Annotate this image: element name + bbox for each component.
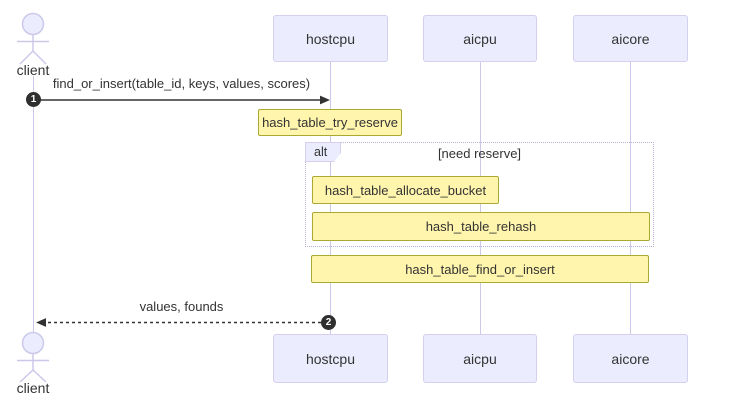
actor-client-label-top: client xyxy=(16,62,50,78)
participant-label: aicore xyxy=(611,30,650,47)
actor-figure-icon xyxy=(17,331,49,383)
message-2-arrow xyxy=(36,318,321,327)
message-2-seq-badge: 2 xyxy=(321,315,336,330)
note-label: hash_table_try_reserve xyxy=(262,115,398,130)
actor-client-label-bottom: client xyxy=(16,380,50,396)
message-1-label: find_or_insert(table_id, keys, values, s… xyxy=(52,76,311,91)
message-2-label: values, founds xyxy=(139,299,224,314)
message-1-seq-badge: 1 xyxy=(26,92,41,107)
participant-label: aicpu xyxy=(463,30,497,47)
participant-aicpu-top: aicpu xyxy=(423,15,537,62)
note-hash-table-allocate-bucket: hash_table_allocate_bucket xyxy=(312,176,499,204)
alt-frame-label: alt xyxy=(305,142,341,162)
participant-aicpu-bottom: aicpu xyxy=(423,334,537,383)
participant-label: hostcpu xyxy=(305,350,356,367)
message-1-arrow xyxy=(40,95,330,105)
alt-frame: alt [need reserve] xyxy=(305,142,654,247)
arrowhead-right-icon xyxy=(320,95,330,105)
note-hash-table-rehash: hash_table_rehash xyxy=(312,212,650,241)
participant-label: hostcpu xyxy=(305,30,356,47)
participant-hostcpu-bottom: hostcpu xyxy=(273,334,388,383)
participant-label: aicore xyxy=(611,350,650,367)
participant-aicore-top: aicore xyxy=(573,15,688,62)
note-label: hash_table_rehash xyxy=(425,219,537,234)
participant-aicore-bottom: aicore xyxy=(573,334,688,383)
participant-label: aicpu xyxy=(463,350,497,367)
arrowhead-left-icon xyxy=(36,318,46,327)
note-label: hash_table_find_or_insert xyxy=(405,261,555,277)
participant-hostcpu-top: hostcpu xyxy=(273,15,388,62)
lifeline-aicore xyxy=(629,62,631,334)
note-hash-table-try-reserve: hash_table_try_reserve xyxy=(258,109,402,136)
lifeline-client xyxy=(32,76,34,332)
alt-frame-condition: [need reserve] xyxy=(437,146,522,161)
note-hash-table-find-or-insert: hash_table_find_or_insert xyxy=(311,255,649,283)
note-label: hash_table_allocate_bucket xyxy=(324,182,487,198)
actor-figure-icon xyxy=(17,12,49,65)
